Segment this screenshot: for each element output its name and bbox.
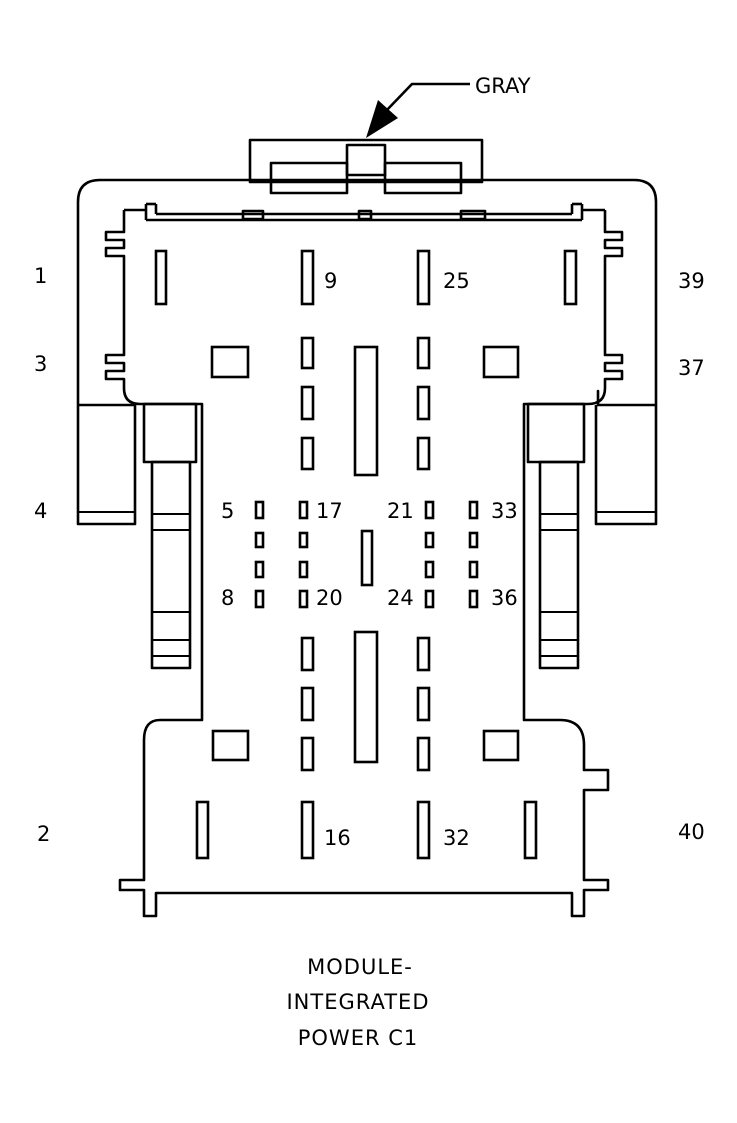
right-lock-arm xyxy=(526,402,656,670)
pin-label-8: 8 xyxy=(221,586,234,610)
pin-label-37: 37 xyxy=(678,356,705,380)
pin-label-16: 16 xyxy=(324,826,351,850)
gray-callout: GRAY xyxy=(366,74,531,138)
pin-label-36: 36 xyxy=(491,586,518,610)
pin-label-1: 1 xyxy=(34,264,47,288)
pin-label-2: 2 xyxy=(37,822,50,846)
caption-line-2: INTEGRATED xyxy=(286,990,429,1014)
pin-label-24: 24 xyxy=(387,586,414,610)
connector-caption: MODULE- INTEGRATED POWER C1 xyxy=(286,955,429,1050)
left-lock-arm xyxy=(78,402,198,670)
terminal-cavities xyxy=(154,249,578,860)
pin-label-9: 9 xyxy=(324,269,337,293)
pin-labels: 1 2 3 4 5 8 9 16 17 20 21 24 25 32 33 36… xyxy=(34,264,705,850)
pin-label-39: 39 xyxy=(678,269,705,293)
pin-label-3: 3 xyxy=(34,352,47,376)
top-latch-tab xyxy=(248,138,484,195)
caption-line-1: MODULE- xyxy=(307,955,413,979)
callout-leader-line xyxy=(384,82,470,113)
callout-arrowhead xyxy=(366,100,398,138)
pin-label-21: 21 xyxy=(387,499,414,523)
callout-label: GRAY xyxy=(475,74,531,98)
pin-label-5: 5 xyxy=(221,499,234,523)
caption-line-3: POWER C1 xyxy=(298,1026,419,1050)
pin-label-17: 17 xyxy=(316,499,343,523)
pin-label-25: 25 xyxy=(443,269,470,293)
pin-label-32: 32 xyxy=(443,826,470,850)
pin-label-20: 20 xyxy=(316,586,343,610)
pin-label-33: 33 xyxy=(491,499,518,523)
connector-housing xyxy=(76,178,658,526)
top-inner-rail xyxy=(124,202,605,222)
pin-label-40: 40 xyxy=(678,820,705,844)
pin-label-4: 4 xyxy=(34,499,47,523)
inner-frame-top xyxy=(104,210,624,918)
